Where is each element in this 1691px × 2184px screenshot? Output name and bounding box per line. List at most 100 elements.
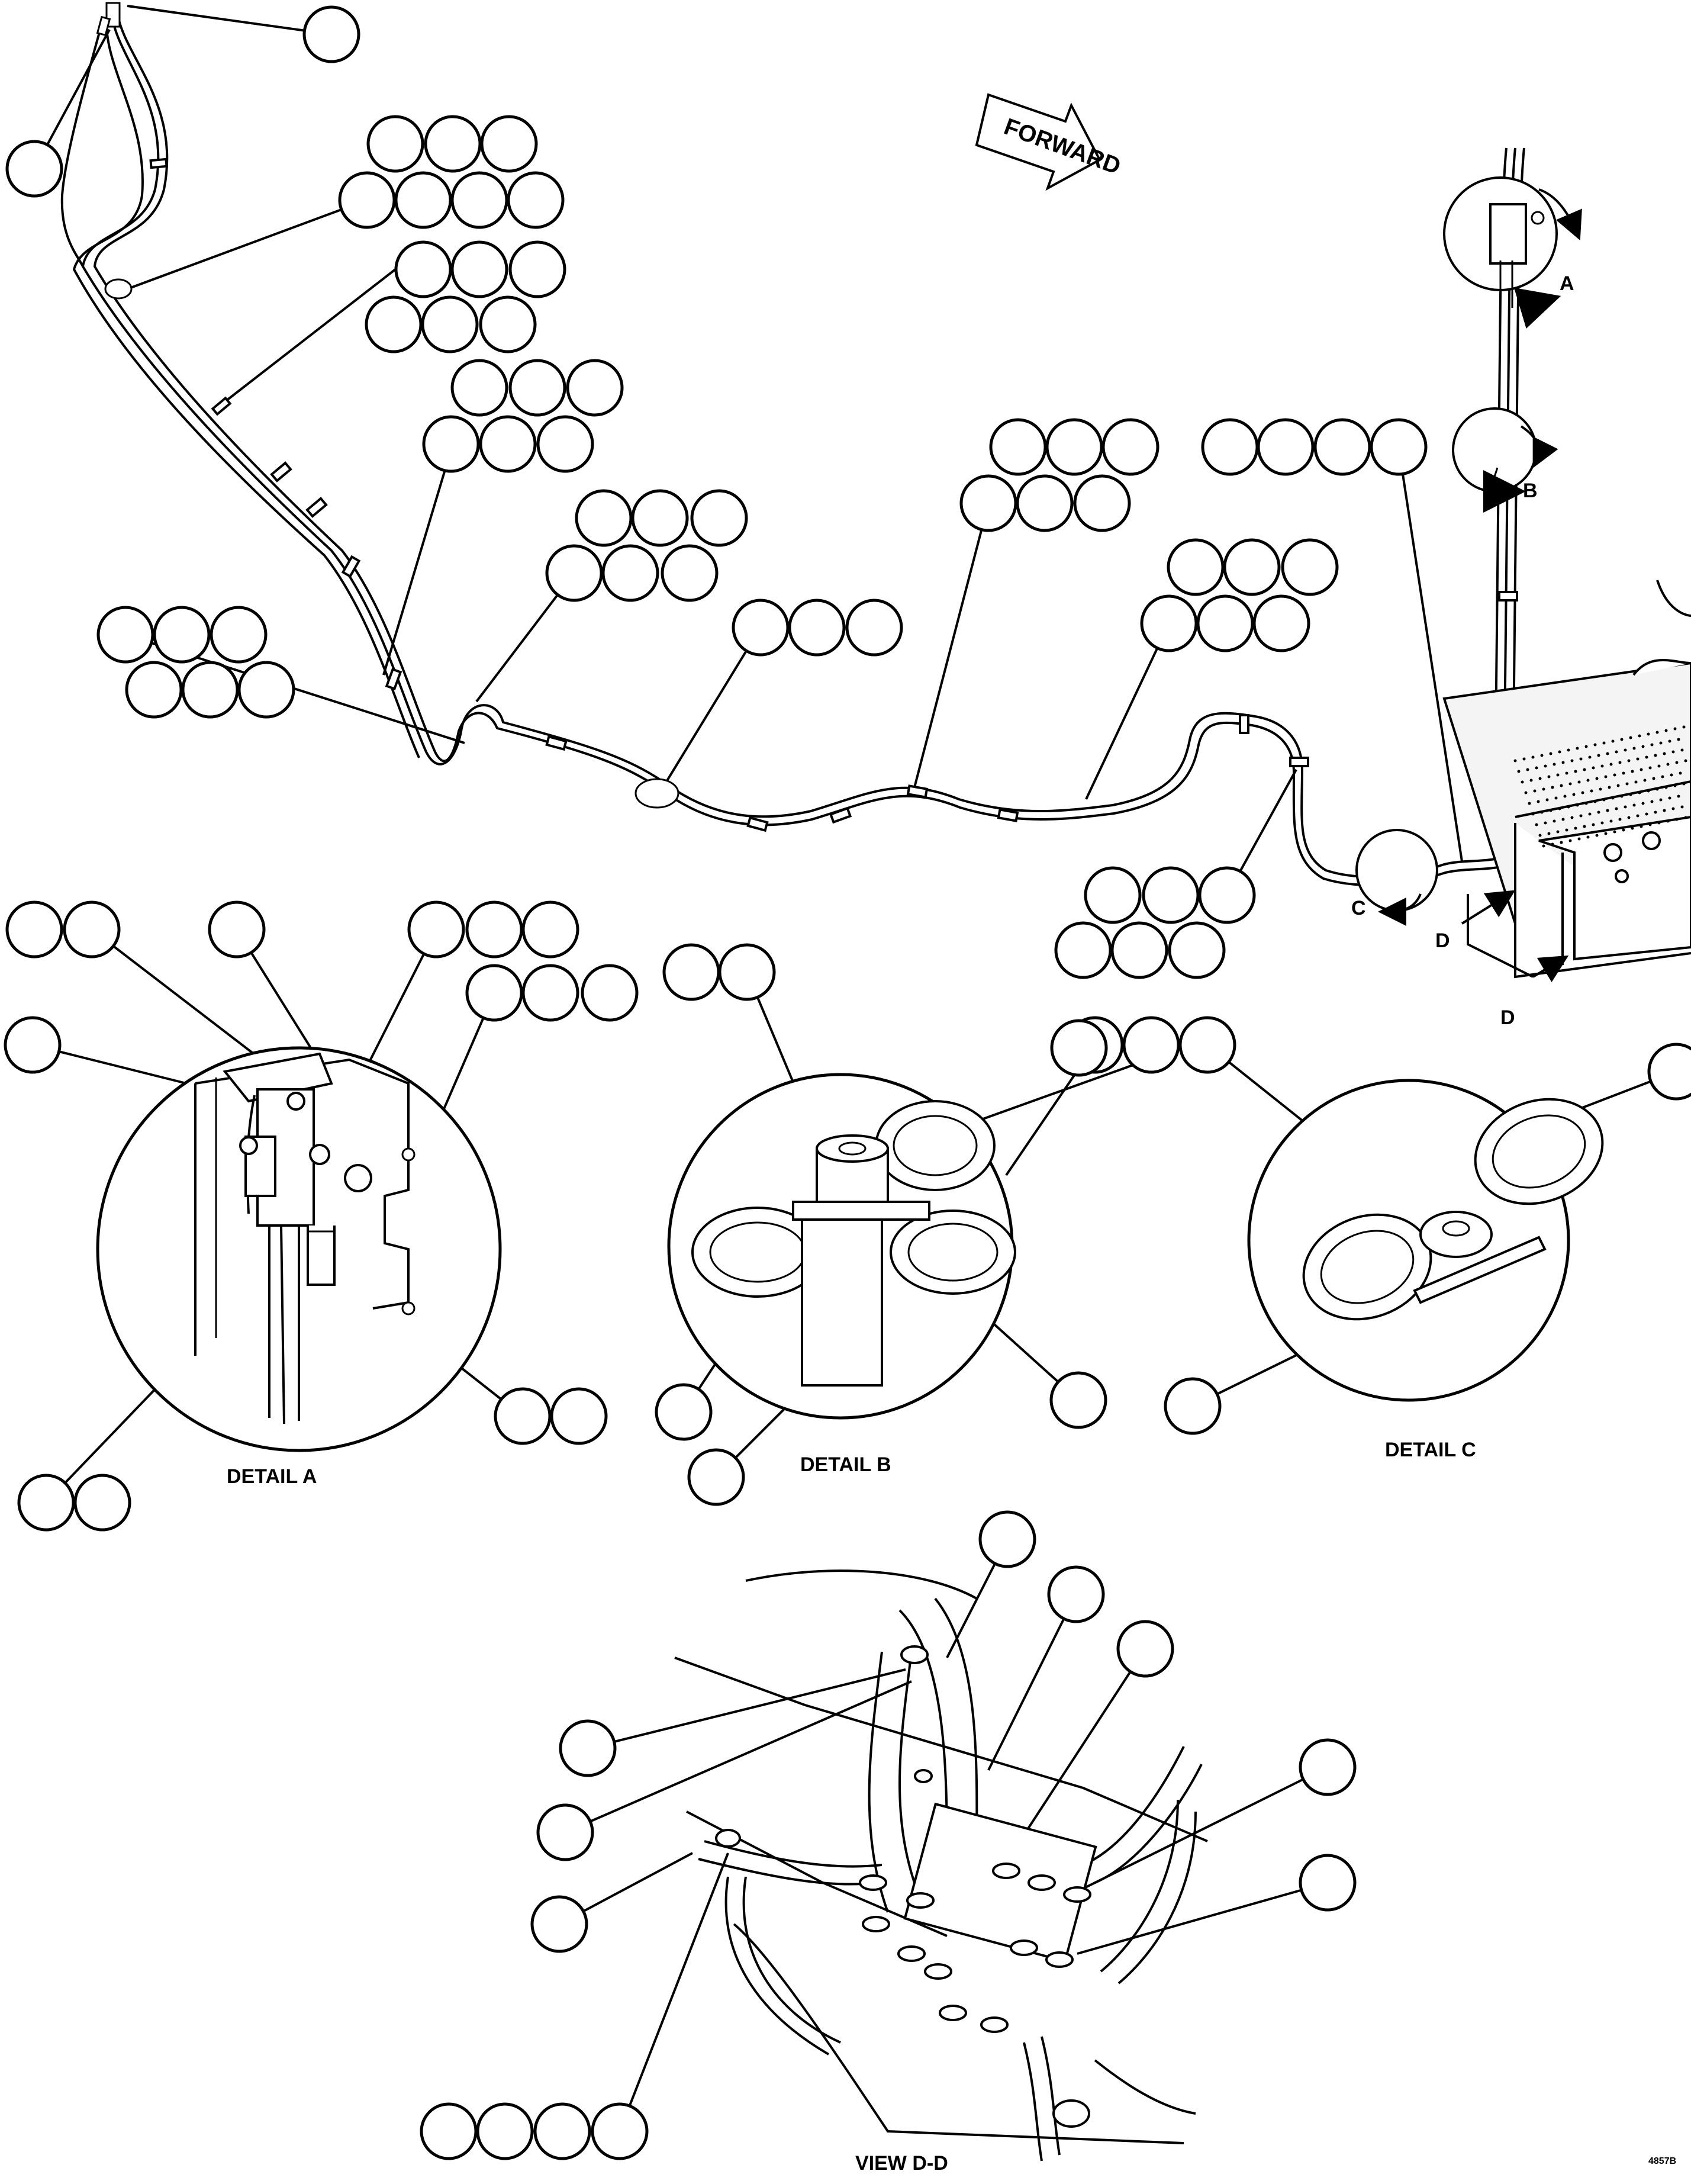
leader-line [223,268,397,404]
detail-b-illustration: DETAIL B [667,1073,1016,1476]
detail-a-caption: DETAIL A [227,1465,317,1488]
callout-balloon [1201,418,1259,476]
grate-hole [1671,750,1675,754]
grate-hole [1567,805,1570,809]
leader-line [587,1668,906,1749]
callout-balloon [1016,474,1074,532]
callout-balloon [5,140,63,198]
callout-balloon [601,544,659,602]
leader-line [127,5,332,36]
grate-hole [1592,766,1595,770]
callout-balloon [718,943,776,1001]
grate-hole [1560,841,1563,844]
callout-balloon [153,606,211,664]
leader-line [382,443,454,676]
grate-hole [1677,795,1680,798]
callout-balloon [1110,921,1168,979]
grate-hole [1553,819,1556,823]
grate-hole [1627,759,1631,763]
grate-hole [1659,798,1663,802]
grate-hole [1588,755,1592,759]
grate-hole [1666,819,1670,823]
grate-hole [1606,752,1609,755]
callout-balloon [450,240,508,298]
grate-hole [1583,768,1586,771]
vehicle-platform [1442,580,1691,979]
grate-hole [1606,809,1609,812]
grate-hole [1513,759,1517,763]
grate-hole [1576,803,1579,807]
forward-direction-arrow: FORWARD [975,93,1124,191]
grate-hole [1542,787,1545,791]
callout-balloon [732,599,790,657]
grate-hole [1655,731,1659,734]
grate-hole [1549,752,1553,755]
grate-hole [1641,802,1645,805]
grate-hole [1600,764,1604,768]
callout-balloon [1050,1019,1108,1077]
callout-balloon [394,240,452,298]
grate-hole [1568,839,1572,842]
grate-hole [1568,782,1572,786]
grate-hole [1522,757,1526,761]
detail-marker-a: A [1560,272,1574,295]
callout-balloon [1101,418,1159,476]
grate-hole [1595,834,1599,837]
callout-balloon [1647,1043,1691,1101]
callout-balloon [1313,418,1371,476]
callout-balloon [1257,418,1315,476]
callout-balloon [1073,474,1131,532]
grate-hole [1531,812,1535,816]
grate-hole [1677,738,1680,741]
callout-balloon [1196,594,1254,652]
callout-balloon [479,415,537,473]
grate-hole [1600,821,1604,825]
grate-hole [1572,793,1576,796]
callout-balloon [17,1474,75,1532]
callout-balloon [181,661,239,719]
callout-balloon [1178,1016,1236,1074]
grate-hole [1684,816,1687,819]
callout-balloon [1142,866,1200,924]
callout-balloon [1084,866,1142,924]
callout-balloon [788,599,846,657]
callout-balloon [424,115,482,173]
callout-balloon [1045,418,1103,476]
grate-hole [1540,810,1544,814]
grate-hole [1682,725,1686,729]
detail-markers: A B C D D [1351,176,1582,1029]
callout-balloon [480,115,538,173]
view-dd-caption: VIEW D-D [855,2152,948,2175]
callout-balloon [465,964,523,1022]
grate-hole [1584,802,1588,805]
grate-hole [1602,798,1606,802]
detail-a-illustration: DETAIL A [96,1046,502,1488]
grate-hole [1634,780,1638,784]
leader-line [987,1594,1077,1771]
grate-hole [1655,787,1659,791]
callout-balloon [450,359,508,417]
callout-balloon [661,544,719,602]
grate-hole [1631,826,1634,830]
callout-balloon [959,474,1017,532]
callout-balloon [545,544,603,602]
callout-balloon [575,489,633,547]
grate-hole [1675,818,1679,821]
leader-line [1077,1881,1328,1955]
grate-hole [1524,791,1528,795]
callout-balloon [208,900,266,958]
grate-hole [1574,770,1577,773]
grate-hole [1558,750,1561,754]
grate-hole [1663,752,1666,755]
grate-hole [1671,807,1675,810]
callout-balloon [536,1803,594,1861]
grate-hole [1679,771,1682,775]
callout-balloon [566,359,624,417]
grate-hole [1629,793,1632,796]
grate-hole [1622,771,1625,775]
grate-hole [1544,821,1547,825]
grate-hole [1590,789,1593,793]
grate-hole [1666,763,1670,766]
callout-balloon [465,900,523,958]
callout-balloon [63,900,121,958]
